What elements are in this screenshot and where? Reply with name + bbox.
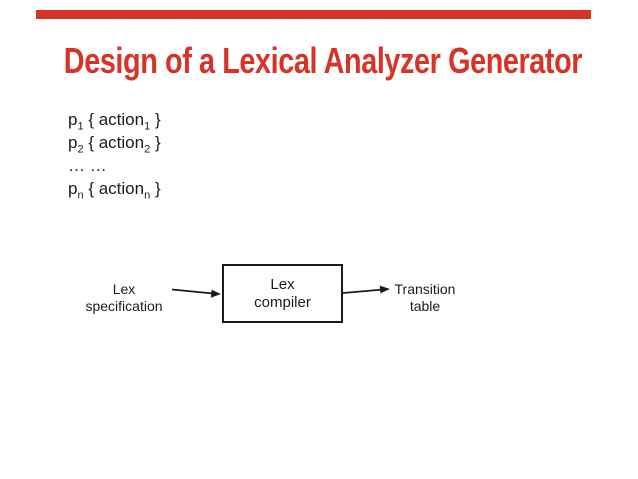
lex-specification-label: Lex specification: [85, 281, 163, 314]
slide-title: Design of a Lexical Analyzer Generator: [63, 40, 583, 81]
lex-compiler-box: Lex compiler: [222, 264, 343, 323]
pattern-line: p2 { action2 }: [68, 133, 161, 156]
transition-table-label: Transition table: [394, 281, 456, 314]
pattern-line: p1 { action1 }: [68, 110, 161, 133]
top-accent-bar: [36, 10, 591, 19]
pattern-line: pn { actionn }: [68, 179, 161, 202]
pattern-list: p1 { action1 }p2 { action2 }… … pn { acti…: [68, 108, 161, 202]
pattern-line: … …: [68, 156, 107, 175]
lex-compiler-label: Lex compiler: [254, 275, 311, 311]
